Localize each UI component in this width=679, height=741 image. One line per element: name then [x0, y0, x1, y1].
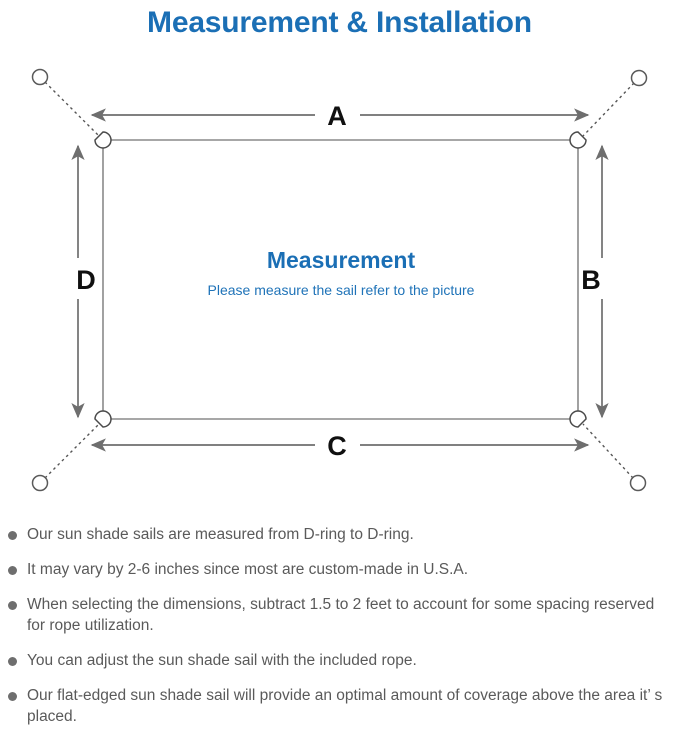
dimension-label-d: D [76, 265, 96, 295]
anchor-top-left-icon [31, 68, 49, 86]
d-ring-top-left-icon [94, 131, 112, 149]
bullet-icon [8, 531, 17, 540]
anchor-top-right-icon [630, 69, 648, 87]
bullet-icon [8, 566, 17, 575]
list-item: It may vary by 2-6 inches since most are… [0, 559, 679, 580]
dimension-label-c: C [327, 431, 347, 461]
dimension-label-a: A [327, 101, 347, 131]
anchor-bottom-left-icon [31, 474, 49, 492]
rope-top-left [44, 81, 100, 137]
rope-bottom-right [582, 423, 634, 479]
rope-lines [44, 81, 635, 479]
anchor-points [31, 68, 648, 492]
d-ring-bottom-right-icon [569, 410, 587, 428]
rope-top-right [582, 82, 635, 137]
bullet-icon [8, 692, 17, 701]
diagram-center-subheading: Please measure the sail refer to the pic… [208, 282, 475, 298]
anchor-bottom-right-icon [629, 474, 647, 492]
list-item: You can adjust the sun shade sail with t… [0, 650, 679, 671]
note-text: It may vary by 2-6 inches since most are… [27, 561, 469, 578]
sail-measurement-diagram: A B C D Measurement Please measure the s… [0, 46, 679, 516]
note-text: Our sun shade sails are measured from D-… [27, 526, 414, 543]
diagram-center-heading: Measurement [267, 247, 416, 273]
dimension-label-b: B [581, 265, 601, 295]
bullet-icon [8, 657, 17, 666]
rope-bottom-left [44, 423, 100, 479]
d-rings [94, 131, 587, 428]
d-ring-bottom-left-icon [94, 410, 112, 428]
notes-list: Our sun shade sails are measured from D-… [0, 524, 679, 741]
list-item: When selecting the dimensions, subtract … [0, 594, 679, 636]
list-item: Our flat-edged sun shade sail will provi… [0, 685, 679, 727]
list-item: Our sun shade sails are measured from D-… [0, 524, 679, 545]
dimension-arrows [71, 108, 609, 452]
note-text: You can adjust the sun shade sail with t… [27, 652, 417, 669]
sail-shape [102, 139, 579, 420]
page-title: Measurement & Installation [147, 6, 532, 39]
d-ring-top-right-icon [569, 131, 587, 149]
note-text: When selecting the dimensions, subtract … [27, 596, 655, 634]
bullet-icon [8, 601, 17, 610]
note-text: Our flat-edged sun shade sail will provi… [27, 687, 663, 725]
header: Measurement & Installation [0, 0, 679, 46]
